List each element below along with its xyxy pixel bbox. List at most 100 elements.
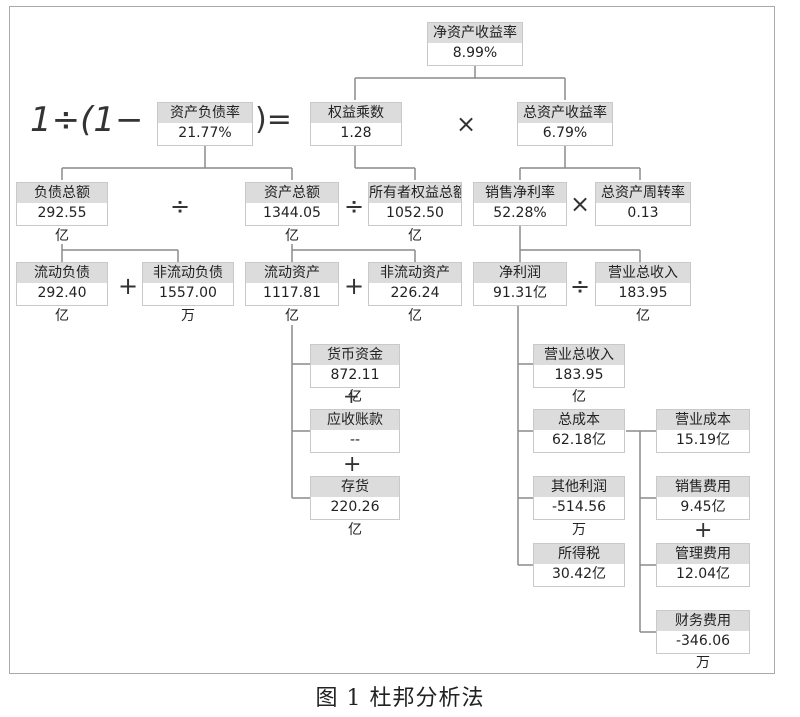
roa-label: 总资产收益率 bbox=[518, 103, 612, 123]
noncurrent-assets-unit: 亿 bbox=[408, 308, 422, 324]
inventory-label: 存货 bbox=[311, 477, 399, 497]
total-assets-unit: 亿 bbox=[285, 228, 299, 244]
finance-expense-value: -346.06 bbox=[675, 633, 731, 649]
noncurrent-assets-value: 226.24 bbox=[390, 285, 440, 301]
operating-cost-value: 15.19亿 bbox=[675, 432, 731, 448]
asset-turnover-node: 总资产周转率 0.13 bbox=[595, 182, 691, 226]
noncurrent-assets-label: 非流动资产 bbox=[369, 263, 461, 283]
income-tax-node: 所得税 30.42亿 bbox=[533, 543, 625, 587]
finance-expense-unit: 万 bbox=[696, 655, 710, 671]
noncurrent-liabilities-node: 非流动负债 1557.00 bbox=[142, 262, 234, 306]
current-liabilities-label: 流动负债 bbox=[17, 263, 107, 283]
asset-turnover-value: 0.13 bbox=[627, 205, 659, 221]
roa-node: 总资产收益率 6.79% bbox=[517, 102, 613, 146]
current-assets-unit: 亿 bbox=[285, 308, 299, 324]
other-profit-value: -514.56 bbox=[551, 499, 607, 515]
noncurrent-liabilities-unit: 万 bbox=[181, 308, 195, 324]
divide-operator: ÷ bbox=[170, 192, 191, 220]
debt-ratio-node: 资产负债率 21.77% bbox=[157, 102, 253, 146]
current-assets-node: 流动资产 1117.81 bbox=[245, 262, 339, 306]
cash-value: 872.11 bbox=[330, 367, 380, 383]
total-cost-node: 总成本 62.18亿 bbox=[533, 409, 625, 453]
revenue-label: 营业总收入 bbox=[534, 345, 624, 365]
current-liabilities-unit: 亿 bbox=[55, 308, 69, 324]
asset-turnover-label: 总资产周转率 bbox=[596, 183, 690, 203]
equity-value: 1052.50 bbox=[386, 205, 444, 221]
plus-operator: + bbox=[344, 272, 365, 300]
receivables-value: -- bbox=[349, 432, 361, 448]
roe-value: 8.99% bbox=[452, 45, 498, 61]
revenue-top-node: 营业总收入 183.95 bbox=[595, 262, 691, 306]
revenue-unit: 亿 bbox=[572, 389, 586, 405]
revenue-top-unit: 亿 bbox=[636, 308, 650, 324]
debt-ratio-label: 资产负债率 bbox=[158, 103, 252, 123]
receivables-node: 应收账款 -- bbox=[310, 409, 400, 453]
other-profit-node: 其他利润 -514.56 bbox=[533, 476, 625, 520]
admin-expense-label: 管理费用 bbox=[657, 544, 749, 564]
equity-unit: 亿 bbox=[408, 228, 422, 244]
equity-multiplier-value: 1.28 bbox=[340, 125, 372, 141]
inventory-value: 220.26 bbox=[330, 499, 380, 515]
equity-multiplier-node: 权益乘数 1.28 bbox=[310, 102, 402, 146]
admin-expense-value: 12.04亿 bbox=[675, 566, 731, 582]
divide-operator: ÷ bbox=[570, 272, 591, 300]
times-operator: × bbox=[456, 110, 477, 138]
plus-operator: + bbox=[118, 272, 139, 300]
plus-operator: + bbox=[343, 452, 362, 477]
formula-left: 1÷(1− bbox=[30, 100, 144, 140]
admin-expense-node: 管理费用 12.04亿 bbox=[656, 543, 750, 587]
total-liabilities-node: 负债总额 292.55 bbox=[16, 182, 108, 226]
divide-operator: ÷ bbox=[344, 192, 365, 220]
net-margin-value: 52.28% bbox=[493, 205, 547, 221]
finance-expense-node: 财务费用 -346.06 bbox=[656, 610, 750, 654]
total-liabilities-unit: 亿 bbox=[55, 228, 69, 244]
revenue-node: 营业总收入 183.95 bbox=[533, 344, 625, 388]
equity-node: 所有者权益总额 1052.50 bbox=[368, 182, 462, 226]
revenue-top-label: 营业总收入 bbox=[596, 263, 690, 283]
times-operator: × bbox=[570, 190, 591, 218]
net-profit-node: 净利润 91.31亿 bbox=[473, 262, 567, 306]
finance-expense-label: 财务费用 bbox=[657, 611, 749, 631]
cash-node: 货币资金 872.11 bbox=[310, 344, 400, 388]
other-profit-label: 其他利润 bbox=[534, 477, 624, 497]
total-assets-value: 1344.05 bbox=[263, 205, 321, 221]
net-margin-node: 销售净利率 52.28% bbox=[473, 182, 567, 226]
noncurrent-liabilities-value: 1557.00 bbox=[159, 285, 217, 301]
plus-operator: + bbox=[694, 518, 713, 543]
current-liabilities-value: 292.40 bbox=[37, 285, 87, 301]
receivables-label: 应收账款 bbox=[311, 410, 399, 430]
net-margin-label: 销售净利率 bbox=[474, 183, 566, 203]
total-liabilities-label: 负债总额 bbox=[17, 183, 107, 203]
formula-right: )= bbox=[255, 102, 292, 137]
figure-caption: 图 1 杜邦分析法 bbox=[315, 686, 485, 711]
total-assets-label: 资产总额 bbox=[246, 183, 338, 203]
equity-multiplier-label: 权益乘数 bbox=[311, 103, 401, 123]
equity-label: 所有者权益总额 bbox=[369, 183, 461, 203]
roe-node: 净资产收益率 8.99% bbox=[427, 22, 523, 66]
revenue-top-value: 183.95 bbox=[618, 285, 668, 301]
net-profit-label: 净利润 bbox=[474, 263, 566, 283]
selling-expense-node: 销售费用 9.45亿 bbox=[656, 476, 750, 520]
other-profit-unit: 万 bbox=[572, 522, 586, 538]
income-tax-value: 30.42亿 bbox=[551, 566, 607, 582]
current-assets-value: 1117.81 bbox=[263, 285, 321, 301]
current-liabilities-node: 流动负债 292.40 bbox=[16, 262, 108, 306]
current-assets-label: 流动资产 bbox=[246, 263, 338, 283]
operating-cost-label: 营业成本 bbox=[657, 410, 749, 430]
cash-label: 货币资金 bbox=[311, 345, 399, 365]
inventory-unit: 亿 bbox=[348, 522, 362, 538]
noncurrent-liabilities-label: 非流动负债 bbox=[143, 263, 233, 283]
income-tax-label: 所得税 bbox=[534, 544, 624, 564]
noncurrent-assets-node: 非流动资产 226.24 bbox=[368, 262, 462, 306]
roe-label: 净资产收益率 bbox=[428, 23, 522, 43]
inventory-node: 存货 220.26 bbox=[310, 476, 400, 520]
revenue-value: 183.95 bbox=[554, 367, 604, 383]
operating-cost-node: 营业成本 15.19亿 bbox=[656, 409, 750, 453]
total-cost-value: 62.18亿 bbox=[551, 432, 607, 448]
net-profit-value: 91.31亿 bbox=[492, 285, 548, 301]
total-cost-label: 总成本 bbox=[534, 410, 624, 430]
total-liabilities-value: 292.55 bbox=[37, 205, 87, 221]
roa-value: 6.79% bbox=[542, 125, 588, 141]
selling-expense-value: 9.45亿 bbox=[680, 499, 726, 515]
